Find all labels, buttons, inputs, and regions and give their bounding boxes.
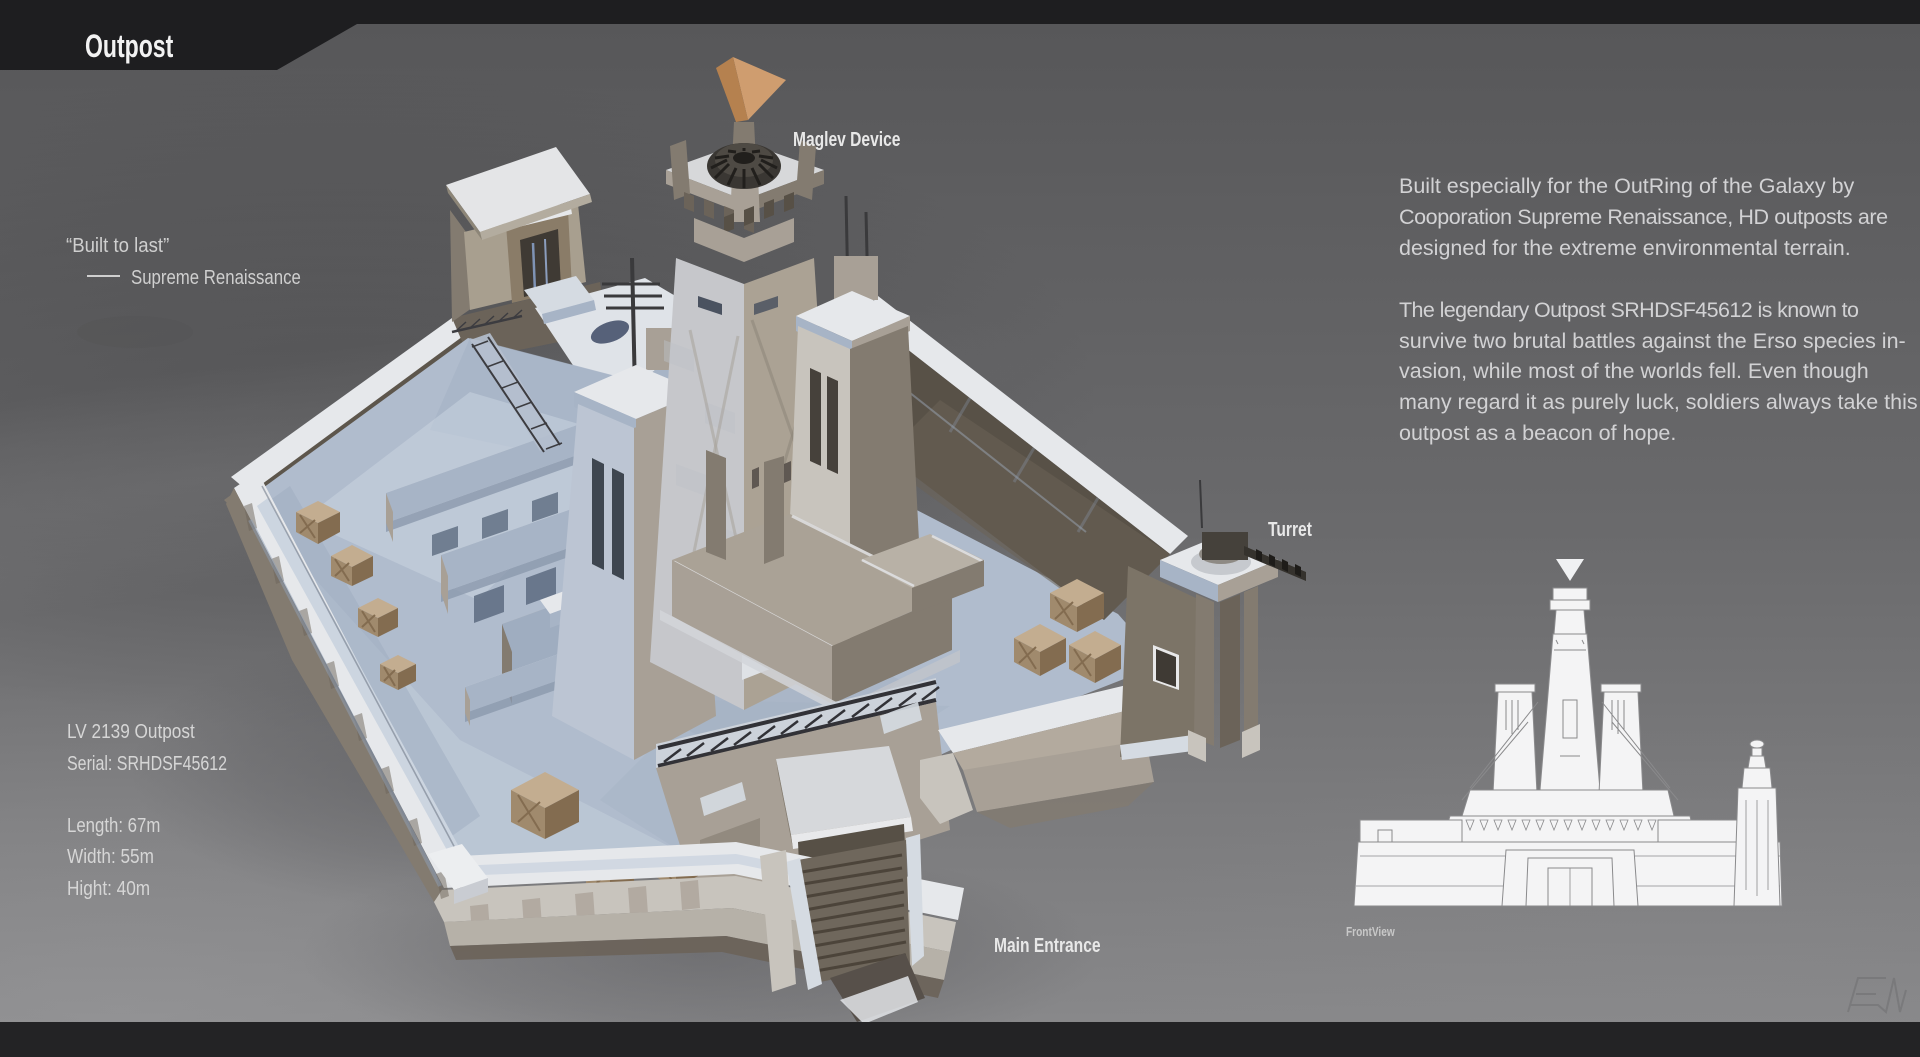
svg-text:LV 2139 Outpost: LV 2139 Outpost (67, 720, 195, 743)
svg-text:The legendary Outpost SRHDSF45: The legendary Outpost SRHDSF45612 is kno… (1399, 298, 1859, 322)
svg-text:Built especially for the OutRi: Built especially for the OutRing of the … (1399, 174, 1855, 198)
svg-text:Serial: SRHDSF45612: Serial: SRHDSF45612 (67, 752, 227, 774)
svg-text:Outpost: Outpost (85, 28, 173, 64)
svg-text:Maglev Device: Maglev Device (793, 128, 900, 150)
svg-text:vasion, while most of the worl: vasion, while most of the worlds fell. E… (1399, 359, 1869, 383)
svg-text:many regard it as purely luck,: many regard it as purely luck, soldiers … (1399, 390, 1918, 414)
svg-text:Main Entrance: Main Entrance (994, 934, 1101, 956)
svg-text:Turret: Turret (1268, 518, 1312, 540)
svg-text:Cooporation Supreme Renaissanc: Cooporation Supreme Renaissance, HD outp… (1399, 205, 1888, 229)
svg-text:Hight: 40m: Hight: 40m (67, 877, 150, 900)
svg-text:“Built to last”: “Built to last” (66, 235, 169, 257)
svg-text:Supreme Renaissance: Supreme Renaissance (131, 266, 301, 289)
svg-text:survive two brutal battles aga: survive two brutal battles against the E… (1399, 329, 1906, 353)
svg-text:FrontView: FrontView (1346, 925, 1396, 939)
svg-text:outpost as a beacon of hope.: outpost as a beacon of hope. (1399, 421, 1676, 445)
svg-text:Width: 55m: Width: 55m (67, 845, 154, 868)
svg-text:Length: 67m: Length: 67m (67, 814, 160, 837)
svg-text:designed for the extreme envir: designed for the extreme environmental t… (1399, 236, 1851, 260)
